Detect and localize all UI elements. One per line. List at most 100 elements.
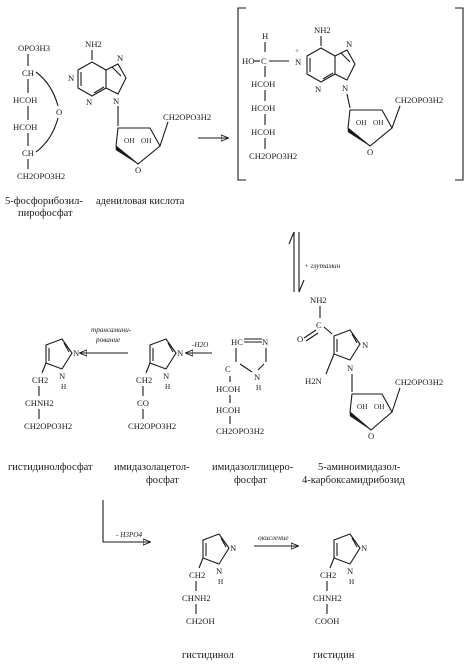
molecule-adduct: H HO C HCOH HCOH HCOH CH2OPO3H2 NH2 N + … — [237, 7, 464, 181]
molecule-amp: NH2 N N N N CH2OPO3H2 OH OH O адениловая… — [68, 39, 211, 207]
amp-n-bottom: N — [86, 97, 93, 107]
iap-caption-1: имидазолацетол- — [114, 462, 190, 473]
histidine-n-h: H — [349, 578, 354, 586]
hp-ch2: CH2 — [32, 375, 48, 385]
hp-chnh2: CHNH2 — [25, 398, 54, 408]
adduct-n-plus: N — [295, 57, 302, 67]
aicar-h2n: H2N — [305, 376, 323, 386]
prpp-ch-2: CH — [22, 148, 34, 158]
igp-bottom: CH2OPO3H2 — [216, 426, 264, 436]
iap-co: CO — [137, 398, 149, 408]
prpp-ch-label: CH — [22, 68, 34, 78]
histidinol-bottom: CH2OH — [186, 616, 215, 626]
histidine-caption: гистидин — [313, 650, 355, 661]
adduct-side-chain: CH2OPO3H2 — [395, 95, 443, 105]
amp-n-ring: N — [113, 96, 120, 106]
adduct-n-ring: N — [342, 83, 349, 93]
igp-hc: HC — [231, 337, 243, 347]
amp-ring-oxygen: O — [135, 165, 141, 175]
molecule-igp: HC N N H C HCOH HCOH CH2OPO3H2 имидазолг… — [212, 337, 294, 486]
histidine-n-top: N — [361, 543, 368, 553]
bracket-left — [237, 7, 246, 181]
aicar-caption-2: 4-карбоксамидрибозид — [302, 475, 405, 486]
label-dehydration: -H2O — [192, 341, 209, 349]
histidinol-ch2: CH2 — [189, 570, 205, 580]
aicar-n-right: N — [362, 340, 369, 350]
adduct-bottom: CH2OPO3H2 — [249, 151, 297, 161]
label-transamination-2: рование — [95, 336, 121, 344]
prpp-hcoh-1: HCOH — [13, 95, 37, 105]
iap-ch2: CH2 — [136, 375, 152, 385]
hp-n-h: H — [61, 383, 66, 391]
histidine-bottom: COOH — [315, 616, 339, 626]
igp-n-h: H — [256, 384, 261, 392]
histidinol-chnh2: CHNH2 — [182, 593, 211, 603]
adduct-n-top: N — [346, 39, 353, 49]
amp-oh-1: OH — [124, 137, 134, 145]
aicar-oh-2: OH — [374, 403, 384, 411]
molecule-histidinol: N N H CH2 CHNH2 CH2OH гистидинол — [182, 533, 237, 661]
molecule-histidinol-phosphate: N N H CH2 CHNH2 CH2OPO3H2 гистидинолфосф… — [8, 338, 93, 473]
adduct-nh2: NH2 — [314, 25, 331, 35]
histidinol-n-h: H — [218, 578, 223, 586]
iap-caption-2: фосфат — [146, 475, 179, 486]
amp-oh-2: OH — [141, 137, 151, 145]
adduct-hcoh-3: HCOH — [251, 127, 275, 137]
amp-caption: адениловая кислота — [96, 196, 185, 207]
aicar-ring-oxygen: O — [368, 431, 374, 441]
adduct-ho: HO — [242, 56, 254, 66]
igp-c: C — [225, 364, 231, 374]
adduct-n-bottom: N — [315, 84, 322, 94]
adduct-oh-1: OH — [356, 119, 366, 127]
aicar-nh2-top: NH2 — [310, 295, 327, 305]
histidinol-n-top: N — [230, 543, 237, 553]
label-oxidation: окисление — [258, 534, 289, 542]
aicar-caption-1: 5-аминоимидазол- — [318, 462, 401, 473]
aicar-oh-1: OH — [357, 403, 367, 411]
molecule-iap: N N H CH2 CO CH2OPO3H2 имидазолацетол- ф… — [114, 338, 190, 486]
histidinol-n: N — [216, 566, 223, 576]
prpp-caption-2: пирофосфат — [18, 208, 73, 219]
hp-bottom: CH2OPO3H2 — [24, 421, 72, 431]
hp-caption: гистидинолфосфат — [8, 462, 93, 473]
hp-n: N — [59, 371, 66, 381]
adduct-c: C — [261, 56, 267, 66]
amp-side-chain: CH2OPO3H2 — [163, 112, 211, 122]
hp-n-top: N — [73, 348, 80, 358]
label-dephosphorylation: - H3PO4 — [116, 531, 143, 539]
histidine-n: N — [347, 566, 354, 576]
adduct-h: H — [262, 31, 268, 41]
iap-n-h: H — [165, 383, 170, 391]
adduct-ring-oxygen: O — [367, 147, 373, 157]
iap-n-top: N — [177, 348, 184, 358]
iap-n: N — [163, 371, 170, 381]
adduct-plus: + — [295, 47, 299, 55]
amp-n-top: N — [117, 53, 124, 63]
amp-nh2: NH2 — [85, 39, 102, 49]
aicar-side-chain: CH2OPO3H2 — [395, 377, 443, 387]
igp-n: N — [254, 372, 261, 382]
prpp-ring-oxygen: O — [56, 107, 62, 117]
adduct-oh-2: OH — [373, 119, 383, 127]
adduct-hcoh-2: HCOH — [251, 103, 275, 113]
histidinol-caption: гистидинол — [182, 650, 234, 661]
aicar-n-bottom: N — [347, 363, 354, 373]
prpp-top-label: OPO3H3 — [18, 43, 50, 53]
histidine-chnh2: CHNH2 — [313, 593, 342, 603]
prpp-caption-1: 5-фосфорибозил- — [5, 196, 83, 207]
igp-n-top: N — [262, 337, 269, 347]
igp-hcoh-2: HCOH — [216, 405, 240, 415]
molecule-prpp: OPO3H3 CH HCOH HCOH CH CH2OPO3H2 O 5-фос… — [5, 43, 83, 219]
igp-hcoh-1: HCOH — [216, 384, 240, 394]
amp-n-left: N — [68, 73, 75, 83]
adduct-hcoh-1: HCOH — [251, 79, 275, 89]
molecule-histidine: N N H CH2 CHNH2 COOH гистидин — [313, 533, 368, 661]
aicar-carbonyl-o: O — [297, 334, 303, 344]
molecule-aicar: O NH2 C N N H2N CH2OPO3H2 OH OH O 5-амин… — [297, 295, 443, 486]
label-glutamine: + глутамин — [304, 262, 341, 270]
prpp-hcoh-2: HCOH — [13, 122, 37, 132]
igp-caption-1: имидазолглицеро- — [212, 462, 294, 473]
prpp-bottom: CH2OPO3H2 — [17, 171, 65, 181]
aicar-c: C — [316, 320, 322, 330]
